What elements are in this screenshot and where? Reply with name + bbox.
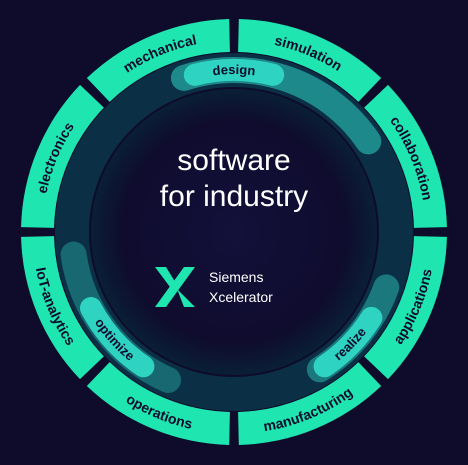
center-core — [91, 89, 377, 375]
outer-segment-ring: simulationcollaborationapplicationsmanuf… — [21, 19, 447, 445]
siemens-xcelerator-x-logo-icon — [155, 267, 195, 307]
stage-realize-pill — [313, 306, 383, 378]
brand-name-line-1: Siemens — [209, 269, 264, 285]
segment-manufacturing-shape — [238, 362, 382, 445]
center-title: software for industry — [134, 143, 334, 215]
segment-electronics-shape — [21, 84, 104, 228]
segment-iot-analytics-shape — [21, 236, 104, 380]
segment-operations-shape — [86, 362, 230, 445]
stage-design: design — [183, 59, 285, 86]
segment-collaboration-shape — [364, 84, 447, 228]
stage-design-label: design — [212, 62, 257, 78]
segment-mechanical: mechanical — [86, 19, 230, 102]
stage-optimize-pill — [79, 297, 155, 378]
center-title-line-1: software — [177, 144, 291, 177]
segment-applications-shape — [364, 236, 447, 380]
siemens-xcelerator-brand: Siemens Xcelerator — [153, 265, 313, 309]
brand-name: Siemens Xcelerator — [209, 267, 273, 307]
segment-simulation-shape — [238, 19, 382, 102]
brand-name-line-2: Xcelerator — [209, 289, 273, 305]
center-title-line-2: for industry — [159, 180, 309, 213]
stage-design-pill — [183, 59, 285, 86]
segment-mechanical-shape — [86, 19, 230, 102]
